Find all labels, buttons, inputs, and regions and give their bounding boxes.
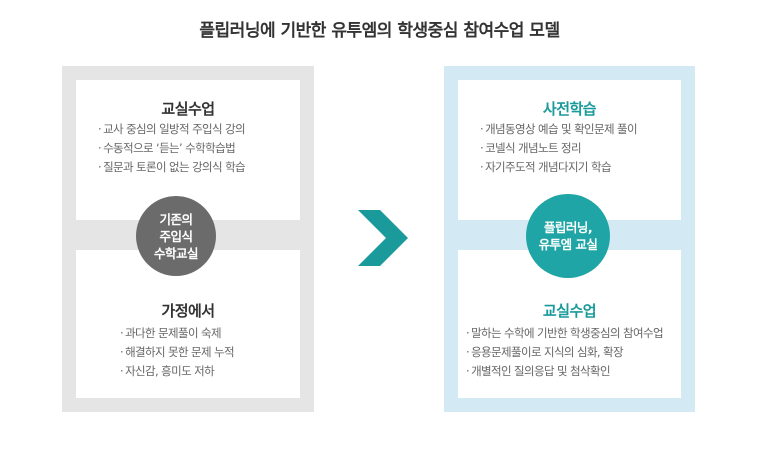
flipped-model-circle: 플립러닝, 유투엠 교실 [526, 194, 610, 278]
card-title: 교실수업 [161, 100, 215, 118]
list-item: 말하는 수학에 기반한 학생중심의 참여수업 [466, 324, 663, 343]
list-item: 질문과 토론이 없는 강의식 학습 [98, 158, 246, 177]
item-list: 과다한 문제풀이 숙제 해결하지 못한 문제 누적 자신감, 흥미도 저하 [120, 324, 235, 381]
traditional-home-card: 가정에서 과다한 문제풀이 숙제 해결하지 못한 문제 누적 자신감, 흥미도 … [76, 250, 300, 398]
flipped-model-panel: 사전학습 개념동영상 예습 및 확인문제 풀이 코넬식 개념노트 정리 자기주도… [444, 66, 695, 412]
flipped-classroom-card: 교실수업 말하는 수학에 기반한 학생중심의 참여수업 응용문제풀이로 지식의 … [458, 250, 681, 398]
list-item: 개별적인 질의응답 및 첨삭확인 [466, 362, 663, 381]
item-list: 교사 중심의 일방적 주입식 강의 수동적으로 ‘듣는’ 수학학습법 질문과 토… [98, 120, 246, 177]
list-item: 자기주도적 개념다지기 학습 [480, 158, 637, 177]
card-title: 사전학습 [542, 100, 597, 118]
list-item: 응용문제풀이로 지식의 심화, 확장 [466, 343, 663, 362]
list-item: 교사 중심의 일방적 주입식 강의 [98, 120, 246, 139]
diagram-title: 플립러닝에 기반한 유투엠의 학생중심 참여수업 모델 [199, 21, 560, 41]
list-item: 코넬식 개념노트 정리 [480, 139, 637, 158]
chevron-right-icon [358, 210, 408, 266]
circle-label: 플립러닝, 유투엠 교실 [538, 220, 598, 252]
list-item: 자신감, 흥미도 저하 [120, 362, 234, 381]
list-item: 과다한 문제풀이 숙제 [120, 324, 234, 343]
circle-label: 기존의 주입식 수학교실 [153, 211, 199, 261]
traditional-model-circle: 기존의 주입식 수학교실 [136, 196, 216, 276]
item-list: 말하는 수학에 기반한 학생중심의 참여수업 응용문제풀이로 지식의 심화, 확… [466, 324, 663, 381]
list-item: 개념동영상 예습 및 확인문제 풀이 [480, 120, 638, 139]
card-title: 가정에서 [161, 302, 215, 320]
list-item: 수동적으로 ‘듣는’ 수학학습법 [98, 139, 245, 158]
item-list: 개념동영상 예습 및 확인문제 풀이 코넬식 개념노트 정리 자기주도적 개념다… [480, 120, 638, 177]
card-title: 교실수업 [542, 302, 597, 320]
traditional-model-panel: 교실수업 교사 중심의 일방적 주입식 강의 수동적으로 ‘듣는’ 수학학습법 … [62, 66, 314, 412]
list-item: 해결하지 못한 문제 누적 [120, 343, 235, 362]
traditional-classroom-card: 교실수업 교사 중심의 일방적 주입식 강의 수동적으로 ‘듣는’ 수학학습법 … [76, 80, 300, 220]
